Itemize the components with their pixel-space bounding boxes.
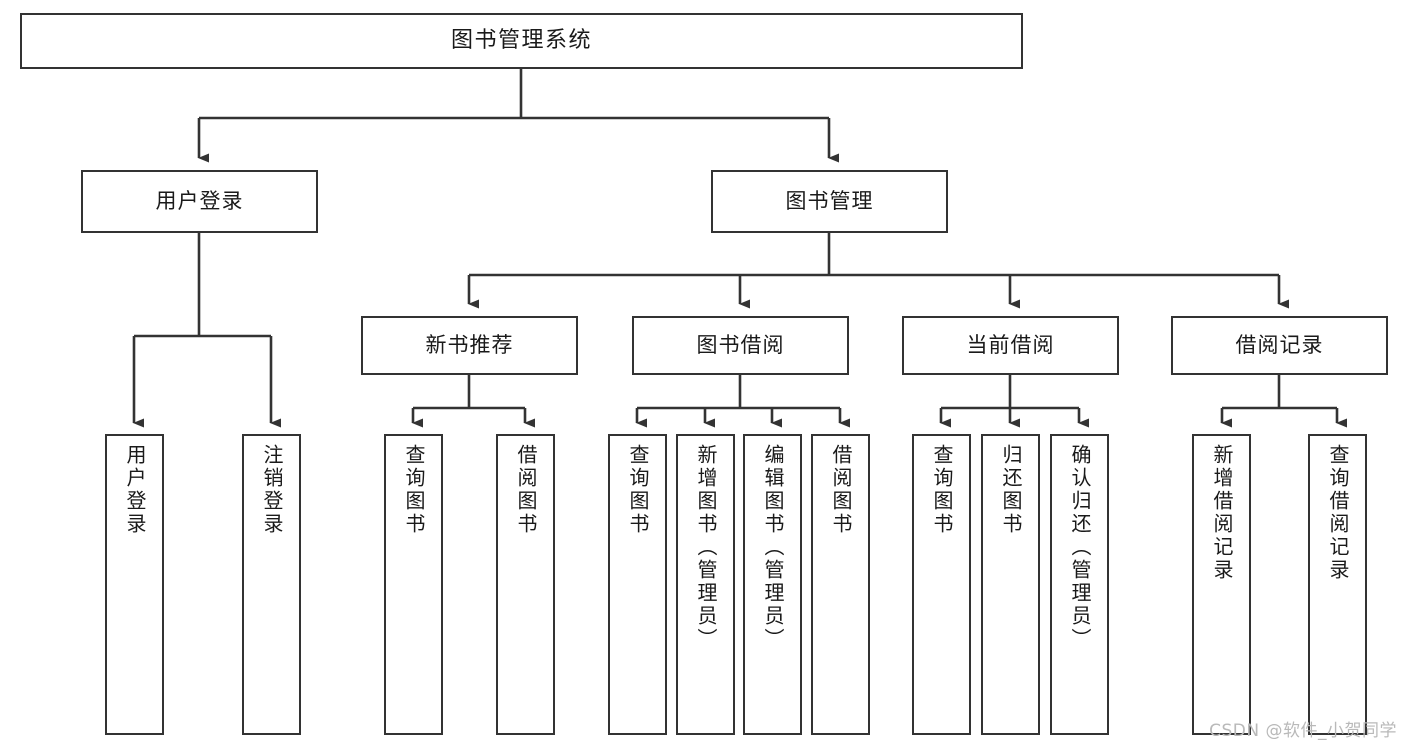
leaf-book-borrow-borrow[interactable]: 借阅图书: [811, 434, 870, 735]
leaf-current-borrow-return-label: 归还图书: [999, 444, 1023, 536]
node-new-book-recommend[interactable]: 新书推荐: [361, 316, 578, 375]
leaf-current-borrow-query[interactable]: 查询图书: [912, 434, 971, 735]
node-user-login-label: 用户登录: [155, 189, 244, 214]
leaf-book-borrow-borrow-label: 借阅图书: [829, 444, 853, 536]
leaf-borrow-record-query-label: 查询借阅记录: [1326, 444, 1350, 582]
leaf-book-borrow-edit[interactable]: 编辑图书（管理员）: [743, 434, 802, 735]
leaf-book-borrow-query-label: 查询图书: [626, 444, 650, 536]
leaf-book-borrow-add-label: 新增图书（管理员）: [694, 444, 718, 651]
node-root[interactable]: 图书管理系统: [20, 13, 1023, 69]
leaf-user-login-logout-label: 注销登录: [260, 444, 284, 536]
leaf-user-login-login[interactable]: 用户登录: [105, 434, 164, 735]
leaf-current-borrow-confirm[interactable]: 确认归还（管理员）: [1050, 434, 1109, 735]
node-root-label: 图书管理系统: [450, 28, 592, 54]
watermark: CSDN @软件_小贺同学: [1209, 721, 1397, 741]
leaf-book-borrow-edit-label: 编辑图书（管理员）: [761, 444, 785, 651]
node-current-borrow[interactable]: 当前借阅: [902, 316, 1119, 375]
node-book-management-label: 图书管理: [785, 189, 874, 214]
leaf-borrow-record-query[interactable]: 查询借阅记录: [1308, 434, 1367, 735]
leaf-book-borrow-add[interactable]: 新增图书（管理员）: [676, 434, 735, 735]
leaf-current-borrow-return[interactable]: 归还图书: [981, 434, 1040, 735]
node-current-borrow-label: 当前借阅: [966, 333, 1055, 358]
leaf-user-login-login-label: 用户登录: [123, 444, 147, 536]
node-book-management[interactable]: 图书管理: [711, 170, 948, 233]
node-user-login[interactable]: 用户登录: [81, 170, 318, 233]
node-book-borrow[interactable]: 图书借阅: [632, 316, 849, 375]
leaf-user-login-logout[interactable]: 注销登录: [242, 434, 301, 735]
leaf-book-borrow-query[interactable]: 查询图书: [608, 434, 667, 735]
leaf-borrow-record-add[interactable]: 新增借阅记录: [1192, 434, 1251, 735]
node-borrow-record-label: 借阅记录: [1235, 333, 1324, 358]
leaf-new-book-query-label: 查询图书: [402, 444, 426, 536]
node-new-book-recommend-label: 新书推荐: [425, 333, 514, 358]
node-borrow-record[interactable]: 借阅记录: [1171, 316, 1388, 375]
leaf-borrow-record-add-label: 新增借阅记录: [1210, 444, 1234, 582]
leaf-new-book-query[interactable]: 查询图书: [384, 434, 443, 735]
leaf-new-book-borrow-label: 借阅图书: [514, 444, 538, 536]
node-book-borrow-label: 图书借阅: [696, 333, 785, 358]
leaf-current-borrow-confirm-label: 确认归还（管理员）: [1068, 444, 1092, 651]
leaf-current-borrow-query-label: 查询图书: [930, 444, 954, 536]
leaf-new-book-borrow[interactable]: 借阅图书: [496, 434, 555, 735]
